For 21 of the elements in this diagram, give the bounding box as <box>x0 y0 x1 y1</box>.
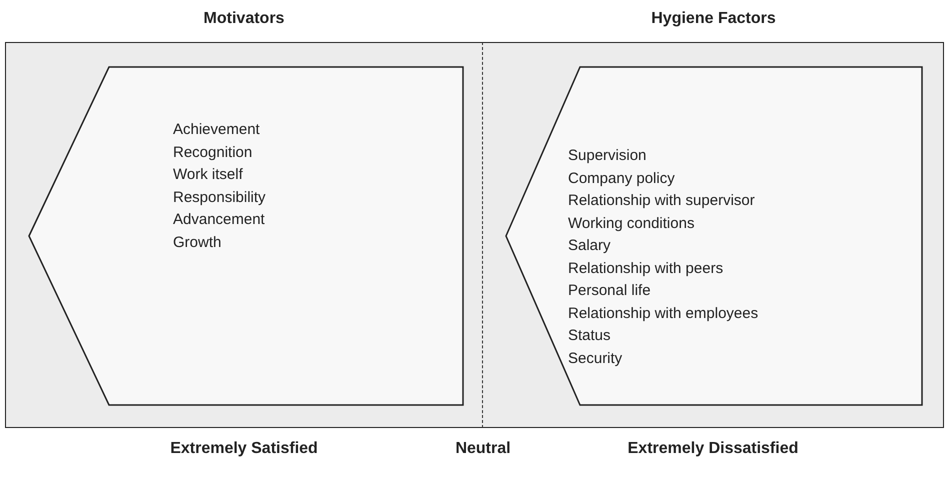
list-item: Salary <box>568 236 612 256</box>
list-item: Growth <box>173 232 222 252</box>
list-item: Status <box>568 326 612 346</box>
column-heading: Hygiene Factors <box>650 10 777 28</box>
list-item: Personal life <box>568 281 652 301</box>
list-item: Relationship with supervisor <box>568 191 756 211</box>
list-item: Relationship with peers <box>568 258 724 278</box>
list-item: Responsibility <box>173 188 266 208</box>
list-item: Achievement <box>173 120 261 140</box>
list-item: Recognition <box>173 142 254 162</box>
list-item: Working conditions <box>568 214 696 234</box>
list-item: Advancement <box>173 210 266 230</box>
scale-label: Extremely Satisfied <box>169 439 319 459</box>
list-item: Work itself <box>173 165 244 185</box>
column-heading: Motivators <box>202 10 286 28</box>
scale-label: Extremely Dissatisfied <box>626 439 800 459</box>
list-item: Relationship with employees <box>568 304 758 324</box>
list-item: Company policy <box>568 168 676 188</box>
list-item: Supervision <box>568 146 648 166</box>
list-item: Security <box>568 348 624 368</box>
scale-label: Neutral <box>454 439 512 459</box>
